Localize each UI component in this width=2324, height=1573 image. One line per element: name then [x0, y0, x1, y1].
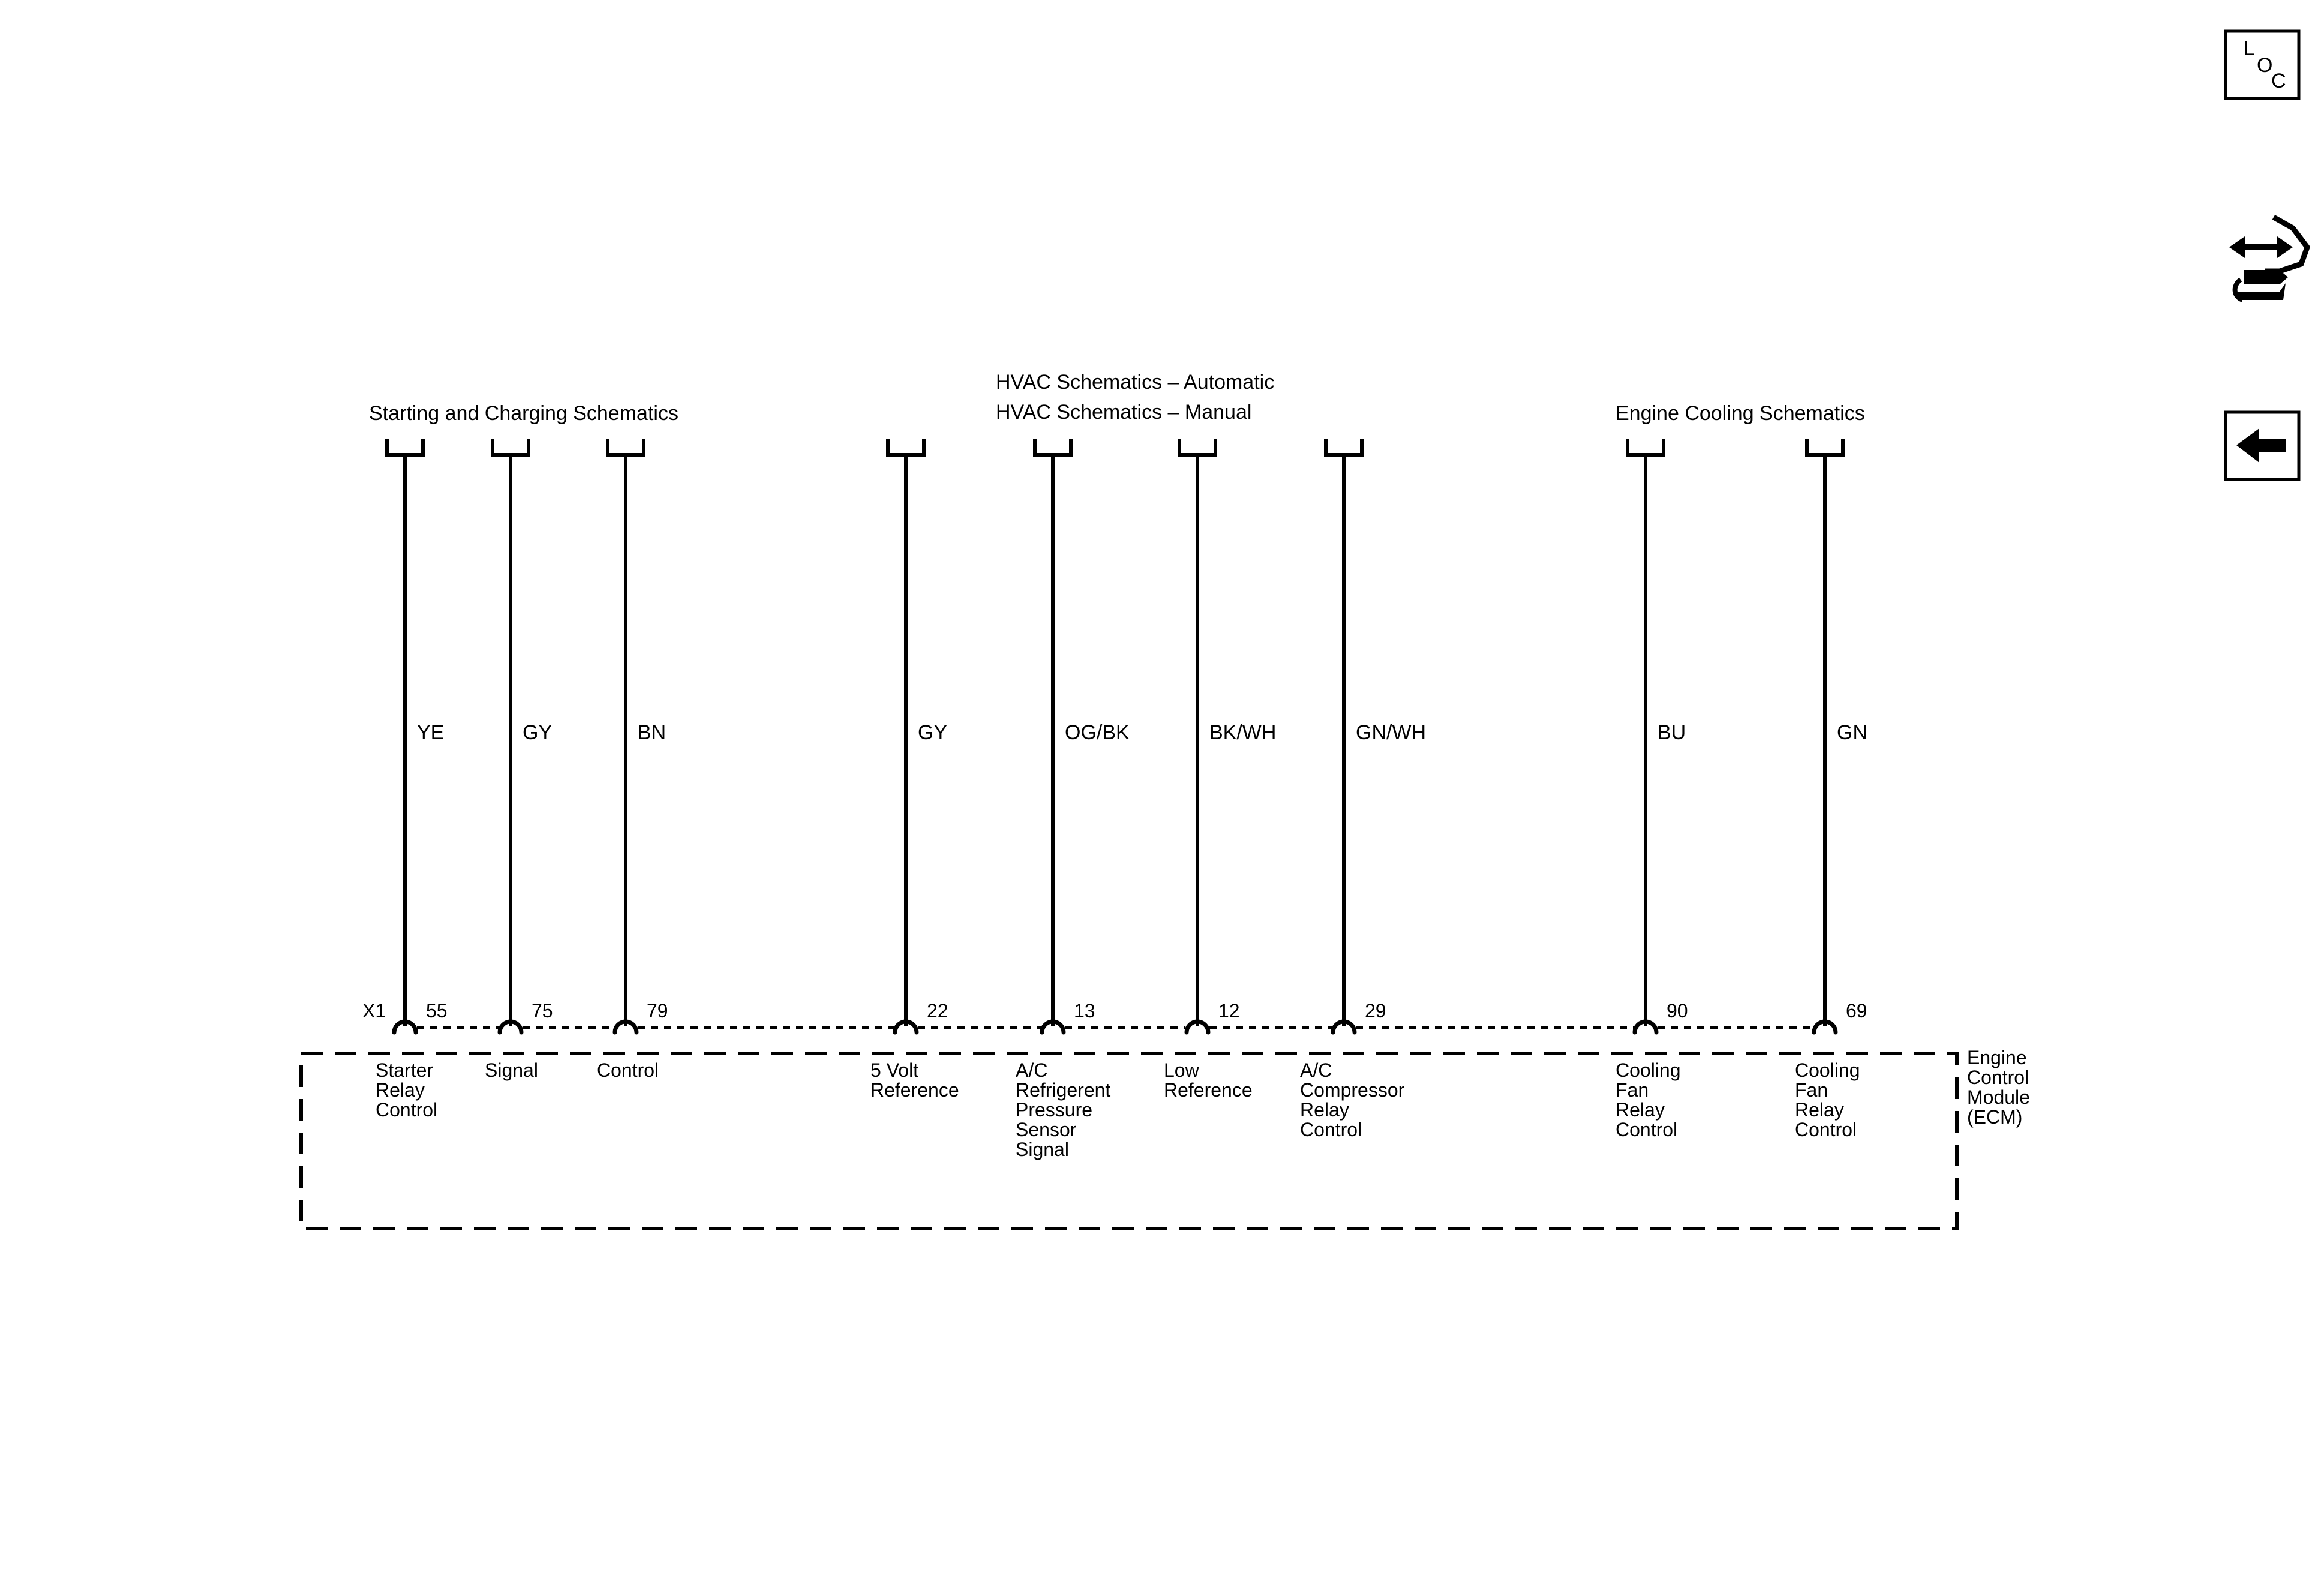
wire-color-label: GN/WH	[1356, 721, 1426, 744]
wire-color-label: GY	[918, 721, 947, 744]
function-label-line: Control	[376, 1099, 437, 1121]
function-label-line: Compressor	[1300, 1079, 1405, 1101]
function-label-line: Fan	[1616, 1079, 1649, 1101]
function-label-line: Pressure	[1016, 1099, 1092, 1121]
pin-number: 55	[426, 1000, 448, 1022]
pin-number: 22	[927, 1000, 948, 1022]
module-label-line: Module	[1967, 1086, 2030, 1108]
function-label-line: Reference	[870, 1079, 959, 1101]
pin-number: 75	[532, 1000, 553, 1022]
ecm-module-box	[299, 1052, 1959, 1230]
loc-icon[interactable]: L O C	[2224, 29, 2301, 100]
function-label-line: Relay	[376, 1079, 425, 1101]
connector-pin-terminal[interactable]	[1040, 1019, 1066, 1035]
wire-bracket	[385, 439, 425, 457]
wire-bracket	[491, 439, 530, 457]
pin-number: 69	[1846, 1000, 1867, 1022]
function-label-line: Relay	[1795, 1099, 1844, 1121]
wire-color-label: BU	[1658, 721, 1686, 744]
module-label-line: Engine	[1967, 1047, 2027, 1068]
module-label-line: (ECM)	[1967, 1106, 2022, 1128]
function-label-line: Refrigerent	[1016, 1079, 1110, 1101]
function-label-line: Cooling	[1795, 1059, 1860, 1081]
connector-pin-terminal[interactable]	[1632, 1019, 1659, 1035]
connector-pin-terminal[interactable]	[612, 1019, 639, 1035]
wire-color-label: OG/BK	[1065, 721, 1130, 744]
function-label-line: Control	[1795, 1119, 1857, 1140]
pin-number: 12	[1218, 1000, 1240, 1022]
loc-letter: O	[2257, 54, 2272, 77]
connector-pin-terminal[interactable]	[392, 1019, 418, 1035]
wire-bracket	[1324, 439, 1364, 457]
wire-color-label: BK/WH	[1209, 721, 1276, 744]
label-starting-charging[interactable]: Starting and Charging Schematics	[369, 402, 678, 425]
wire-color-label: BN	[638, 721, 666, 744]
wire-bracket	[1805, 439, 1845, 457]
function-label-line: Cooling	[1616, 1059, 1681, 1081]
wire-color-label: GY	[523, 721, 552, 744]
wire-color-label: YE	[417, 721, 444, 744]
back-arrow-icon[interactable]	[2224, 410, 2301, 481]
module-label-line: Control	[1967, 1067, 2029, 1088]
function-label-line: Signal	[1016, 1139, 1069, 1160]
function-label-line: A/C	[1300, 1059, 1332, 1081]
function-label-line: A/C	[1016, 1059, 1047, 1081]
wire-bracket	[1178, 439, 1217, 457]
module-label: Engine Control Module (ECM)	[1967, 1047, 2030, 1128]
function-label-line: Control	[1300, 1119, 1362, 1140]
wire-bracket	[886, 439, 926, 457]
pin-number: 79	[647, 1000, 668, 1022]
wire-bracket	[1033, 439, 1073, 457]
function-label-line: Reference	[1164, 1079, 1253, 1101]
label-engine-cooling[interactable]: Engine Cooling Schematics	[1616, 402, 1865, 425]
label-hvac-automatic[interactable]: HVAC Schematics – Automatic	[996, 371, 1274, 394]
function-label-line: Fan	[1795, 1079, 1828, 1101]
label-hvac-manual[interactable]: HVAC Schematics – Manual	[996, 401, 1251, 424]
circuit-function-label: Control	[597, 1059, 659, 1081]
function-label-line: Starter	[376, 1059, 433, 1081]
loc-letter: L	[2244, 37, 2255, 60]
connector-pin-terminal[interactable]	[1184, 1019, 1211, 1035]
wire-color-label: GN	[1837, 721, 1867, 744]
connector-pin-terminal[interactable]	[893, 1019, 919, 1035]
pin-number: 29	[1365, 1000, 1386, 1022]
function-label-line: Signal	[485, 1059, 538, 1081]
function-label-line: Control	[597, 1059, 659, 1081]
loc-letter: C	[2271, 70, 2286, 92]
connector-pin-terminal[interactable]	[1812, 1019, 1838, 1035]
function-label-line: 5 Volt	[870, 1059, 918, 1081]
circuit-function-label: Signal	[485, 1059, 538, 1081]
pin-number: 13	[1074, 1000, 1095, 1022]
wire-bracket	[1626, 439, 1665, 457]
function-label-line: Relay	[1300, 1099, 1349, 1121]
function-label-line: Control	[1616, 1119, 1677, 1140]
wire-bracket	[606, 439, 645, 457]
connector-pin-terminal[interactable]	[1331, 1019, 1357, 1035]
connector-label: X1	[362, 1000, 386, 1022]
pin-number: 90	[1667, 1000, 1688, 1022]
function-label-line: Sensor	[1016, 1119, 1077, 1140]
function-label-line: Low	[1164, 1059, 1200, 1081]
connector-view-icon[interactable]	[2229, 215, 2310, 302]
function-label-line: Relay	[1616, 1099, 1665, 1121]
connector-pin-terminal[interactable]	[497, 1019, 524, 1035]
